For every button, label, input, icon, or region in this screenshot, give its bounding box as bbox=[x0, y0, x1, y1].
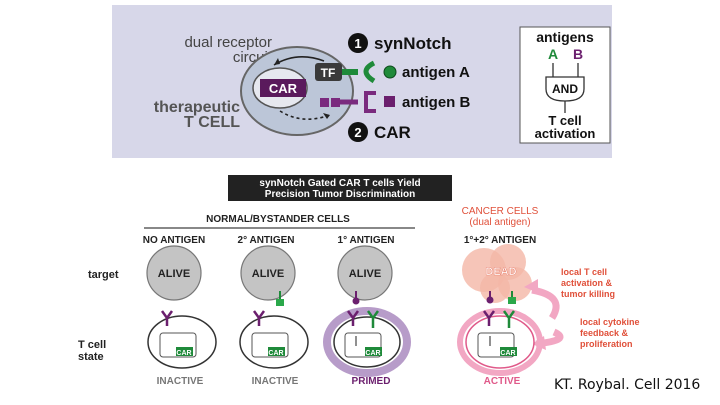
note1-line2: activation & bbox=[561, 278, 613, 288]
cancer-cells-subheader: (dual antigen) bbox=[469, 217, 530, 228]
note2-line2: feedback & bbox=[580, 328, 629, 338]
target-3-state: ALIVE bbox=[349, 268, 381, 280]
receptor-4 bbox=[482, 310, 496, 326]
normal-cells-header: NORMAL/BYSTANDER CELLS bbox=[206, 214, 350, 225]
row-tcell-label-1: T cell bbox=[78, 339, 106, 351]
antigen-b-marker-2 bbox=[276, 299, 284, 306]
figure-title-1: synNotch Gated CAR T cells Yield bbox=[259, 178, 420, 189]
car-box-2 bbox=[268, 347, 285, 356]
tcell-label: T CELL bbox=[184, 114, 240, 131]
col-1-state: INACTIVE bbox=[157, 376, 204, 387]
step-2-number: 2 bbox=[354, 125, 361, 140]
antigen-a-dot bbox=[383, 65, 397, 79]
gate-title: antigens bbox=[536, 29, 594, 45]
gate-output-2: activation bbox=[535, 126, 596, 141]
cancer-cells-header: CANCER CELLS bbox=[462, 206, 539, 217]
note2-line1: local cytokine bbox=[580, 317, 640, 327]
step-1-badge bbox=[348, 33, 368, 53]
car-expression-arrowhead bbox=[323, 113, 330, 119]
car-receptor-head bbox=[364, 91, 376, 113]
tcell-primed: CAR bbox=[323, 307, 411, 377]
antigen-a-marker-4 bbox=[486, 296, 494, 304]
car-segment-1 bbox=[320, 98, 329, 107]
antigen-b-square bbox=[384, 96, 395, 107]
circuit-label-1: dual receptor bbox=[184, 34, 272, 51]
car-box-4 bbox=[500, 347, 517, 356]
target-1-state: ALIVE bbox=[158, 268, 190, 280]
car-receptor-4 bbox=[502, 310, 516, 328]
target-cell-1 bbox=[146, 245, 202, 301]
car-box-1-label: CAR bbox=[176, 350, 191, 357]
killing-arrow bbox=[531, 286, 560, 320]
dead-cell-blob-4 bbox=[480, 273, 510, 303]
car-receptor-3 bbox=[366, 310, 380, 328]
target-cell-2 bbox=[240, 245, 296, 301]
car-expression-arrow bbox=[279, 110, 331, 120]
antigen-a-marker-3 bbox=[352, 297, 360, 305]
car-box-1 bbox=[176, 347, 193, 356]
therapeutic-label: therapeutic bbox=[154, 99, 240, 116]
row-target-label: target bbox=[88, 269, 119, 281]
synnotch-receptor-head bbox=[363, 60, 376, 84]
target-4-state: DEAD bbox=[485, 266, 516, 278]
antigen-b-marker-4 bbox=[508, 297, 516, 304]
discrimination-figure: synNotch Gated CAR T cells Yield Precisi… bbox=[78, 175, 640, 387]
antigen-b-label: antigen B bbox=[402, 94, 471, 111]
step-2-badge bbox=[348, 122, 368, 142]
car-gene-label: CAR bbox=[269, 81, 298, 96]
target-2-state: ALIVE bbox=[252, 268, 284, 280]
synnotch-circuit-diagram: dual receptor circuit therapeutic T CELL… bbox=[154, 26, 611, 144]
gate-input-b: B bbox=[573, 46, 583, 62]
citation: KT. Roybal. Cell 2016 bbox=[554, 377, 701, 393]
car-box-4-label: CAR bbox=[500, 350, 515, 357]
receptor-3 bbox=[346, 310, 360, 326]
figure-title-2: Precision Tumor Discrimination bbox=[265, 189, 415, 200]
col-4-antigen: 1°+2° ANTIGEN bbox=[464, 235, 536, 246]
active-ring bbox=[457, 308, 543, 376]
col-2-state: INACTIVE bbox=[252, 376, 299, 387]
car-box-3-label: CAR bbox=[365, 350, 380, 357]
primed-ring bbox=[323, 307, 411, 377]
note1-line3: tumor killing bbox=[561, 289, 615, 299]
and-gate-symbol bbox=[545, 76, 585, 102]
and-gate-label: AND bbox=[552, 82, 578, 96]
tf-arrowhead bbox=[274, 58, 280, 65]
row-tcell-label-2: state bbox=[78, 351, 104, 363]
col-3-state: PRIMED bbox=[352, 376, 391, 387]
col-2-antigen: 2° ANTIGEN bbox=[238, 235, 295, 246]
antigen-a-label: antigen A bbox=[402, 64, 470, 81]
note2-line3: proliferation bbox=[580, 339, 633, 349]
car-box-2-label: CAR bbox=[268, 350, 283, 357]
car-segment-2 bbox=[331, 98, 340, 107]
col-4-state: ACTIVE bbox=[484, 376, 521, 387]
step-1-label: synNotch bbox=[374, 34, 451, 53]
gate-input-a: A bbox=[548, 46, 558, 62]
col-3-antigen: 1° ANTIGEN bbox=[338, 235, 395, 246]
step-2-label: CAR bbox=[374, 123, 411, 142]
car-box-3 bbox=[365, 347, 382, 356]
note1-line1: local T cell bbox=[561, 267, 607, 277]
receptor-1 bbox=[160, 310, 174, 326]
receptor-2 bbox=[252, 310, 266, 326]
figure-title-bar bbox=[228, 175, 452, 201]
tf-label: TF bbox=[321, 66, 336, 80]
target-cell-3 bbox=[337, 245, 393, 301]
top-panel: dual receptor circuit therapeutic T CELL… bbox=[112, 5, 612, 158]
tcell-inactive-1: CAR bbox=[147, 310, 217, 369]
gate-output-1: T cell bbox=[548, 113, 581, 128]
step-1-number: 1 bbox=[354, 36, 361, 51]
gate-input-lines bbox=[552, 63, 579, 77]
col-1-antigen: NO ANTIGEN bbox=[143, 235, 205, 246]
tcell-inactive-2: CAR bbox=[239, 310, 309, 369]
car-gene-box bbox=[260, 79, 306, 97]
tcell-active: CAR bbox=[457, 308, 543, 376]
tf-box bbox=[315, 63, 342, 81]
killing-arrowhead bbox=[524, 279, 538, 293]
